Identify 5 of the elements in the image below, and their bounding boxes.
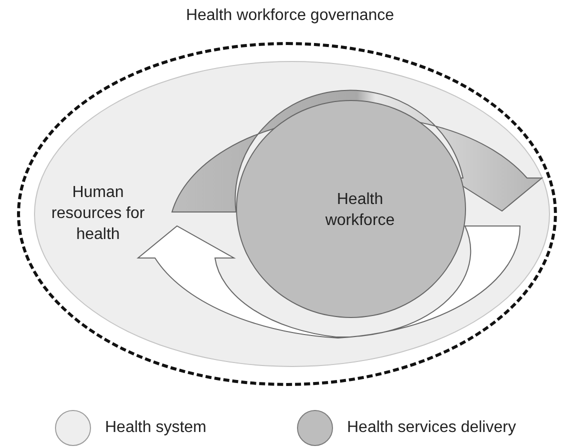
node-label: Health workforce xyxy=(324,190,396,231)
legend-label: Health services delivery xyxy=(347,419,516,437)
node-label: Human resources for health xyxy=(50,183,146,245)
heading: Health workforce governance xyxy=(184,6,396,26)
legend-label: Health system xyxy=(105,419,206,437)
